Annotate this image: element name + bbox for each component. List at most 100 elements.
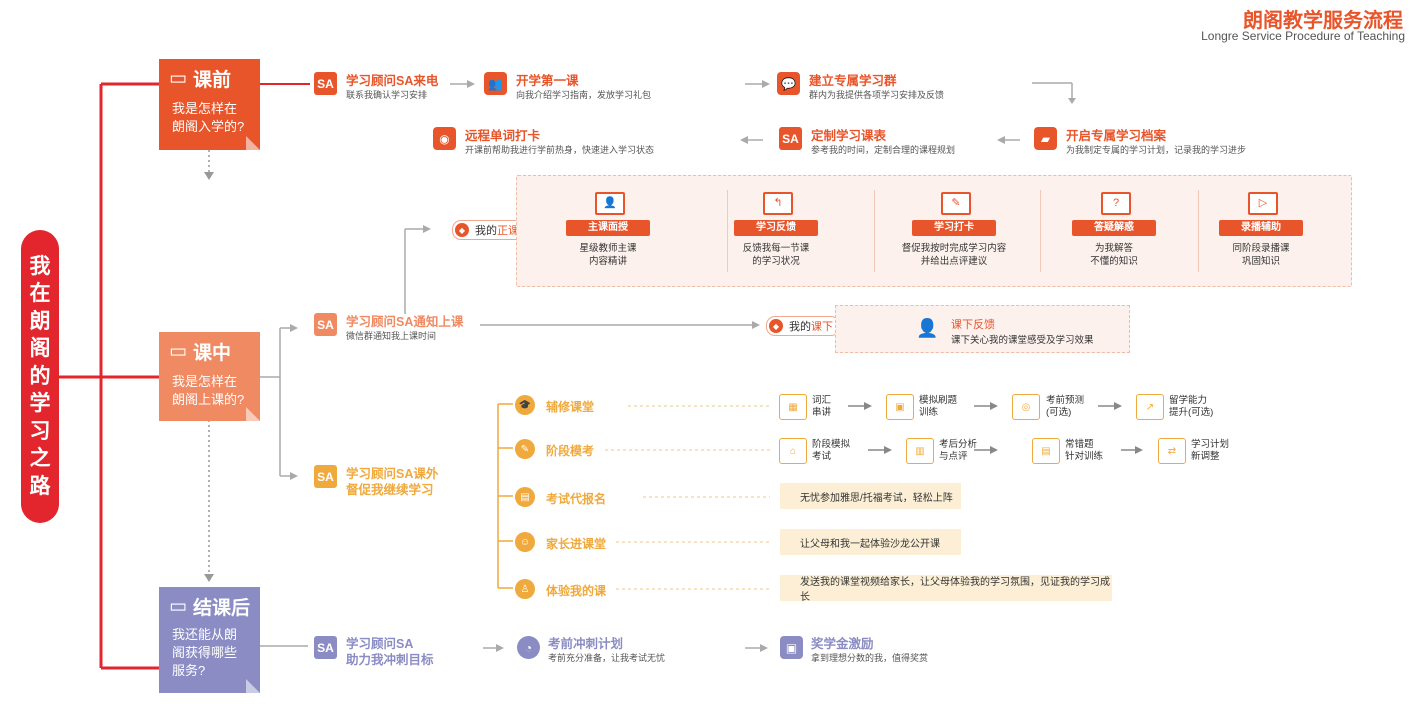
path-char: 之 xyxy=(29,447,51,471)
question-icon: ? xyxy=(1101,192,1131,215)
step-text: 常错题针对训练 xyxy=(1065,439,1104,462)
refresh-icon: ⇄ xyxy=(1158,438,1186,464)
stage-during-card: ▭课中 我是怎样在朗阁上课的? xyxy=(159,332,260,421)
item-desc: 督促我按时完成学习内容 xyxy=(901,243,1007,254)
step-title: 学习顾问SA xyxy=(346,637,414,651)
step-desc: 群内为我提供各项学习安排及反馈 xyxy=(809,90,945,100)
page-fold xyxy=(246,407,260,421)
step-title: 学习顾问SA课外 xyxy=(346,467,439,481)
stage-title: 课前 xyxy=(192,70,231,91)
step-title: 开启专属学习档案 xyxy=(1066,129,1167,143)
step-title: 开学第一课 xyxy=(516,74,579,88)
step-title: 建立专属学习群 xyxy=(809,74,897,88)
item-desc: 内容精讲 xyxy=(588,256,627,267)
badge-highlight: 课下 xyxy=(811,321,833,333)
extra-label: 辅修课堂 xyxy=(546,400,595,414)
page-subtitle: Longre Service Procedure of Teaching xyxy=(1201,29,1405,43)
step-desc: 联系我确认学习安排 xyxy=(346,90,428,100)
stage-title: 课中 xyxy=(192,343,231,364)
step-title: 考前冲刺计划 xyxy=(548,637,624,651)
stage-subtitle: 朗阁入学的? xyxy=(172,119,245,134)
after-class-feedback-box: 👤 课下反馈 课下关心我的课堂感受及学习效果 xyxy=(835,305,1130,353)
my-after-class-badge: ◆ 我的课下 xyxy=(766,316,840,336)
extra-note: 发送我的课堂视频给家长，让父母体验我的学习氛围，见证我的学习成长 xyxy=(780,575,1112,603)
stage-subtitle: 服务? xyxy=(172,663,206,678)
stage-subtitle: 我还能从朗 xyxy=(172,627,238,642)
step-title: 助力我冲刺目标 xyxy=(346,653,434,667)
my-main-class-badge: ◆ 我的正课 xyxy=(452,220,526,240)
step-text: 学习计划新调整 xyxy=(1191,439,1230,462)
family-icon: ☺ xyxy=(515,532,535,552)
item-desc: 反馈我每一节课 xyxy=(742,243,810,254)
gift-icon: ▣ xyxy=(780,636,803,659)
sa-icon: SA xyxy=(314,313,337,336)
practice-icon: ▣ xyxy=(886,394,914,420)
main-item: ? 答疑解惑 为我解答 不懂的知识 xyxy=(1039,176,1189,286)
path-char: 朗 xyxy=(29,309,51,333)
step-text: 留学能力提升(可选) xyxy=(1169,395,1214,418)
stage-after-card: ▭结课后 我还能从朗阁获得哪些服务? xyxy=(159,587,260,693)
step-desc: 开课前帮助我进行学前热身，快速进入学习状态 xyxy=(465,145,655,155)
shield-icon: ◆ xyxy=(455,223,469,237)
item-desc: 巩固知识 xyxy=(1241,256,1280,267)
page-title: 朗阁教学服务流程 xyxy=(1243,10,1403,32)
chat-board-icon: ▭ xyxy=(169,596,187,617)
path-char: 学 xyxy=(29,392,51,416)
step-title: 奖学金激励 xyxy=(811,637,874,651)
extra-label: 阶段模考 xyxy=(546,444,595,458)
path-char: 在 xyxy=(29,282,51,306)
page-fold xyxy=(246,679,260,693)
stage-subtitle: 阁获得哪些 xyxy=(172,645,238,660)
exam-paper-icon: ✎ xyxy=(515,439,535,459)
shield-icon: ◆ xyxy=(769,319,783,333)
stage-before-card: ▭课前 我是怎样在朗阁入学的? xyxy=(159,59,260,150)
item-tag: 主课面授 xyxy=(566,220,650,236)
sa-icon: SA xyxy=(314,72,337,95)
forecast-icon: ◎ xyxy=(1012,394,1040,420)
path-char: 的 xyxy=(29,364,51,388)
sa-icon: SA xyxy=(779,127,802,150)
step-title: 督促我继续学习 xyxy=(346,483,434,497)
sa-icon: SA xyxy=(314,465,337,488)
reply-icon: ↰ xyxy=(763,192,793,215)
item-desc: 的学习状况 xyxy=(752,256,800,267)
divider xyxy=(874,190,875,272)
chat-icon: 💬 xyxy=(777,72,800,95)
step-desc: 为我制定专属的学习计划，记录我的学习进步 xyxy=(1066,145,1247,155)
step-desc: 微信群通知我上课时间 xyxy=(346,331,437,341)
stage-subtitle: 我是怎样在 xyxy=(172,374,238,389)
path-char: 路 xyxy=(29,474,51,498)
step-desc: 向我介绍学习指南，发放学习礼包 xyxy=(516,90,652,100)
path-char: 我 xyxy=(29,254,51,278)
divider xyxy=(727,190,728,272)
divider xyxy=(1198,190,1199,272)
step-desc: 拿到理想分数的我，值得奖赏 xyxy=(811,653,929,663)
main-item: ↰ 学习反馈 反馈我每一节课 的学习状况 xyxy=(701,176,851,286)
user-icon: ♙ xyxy=(515,579,535,599)
bar-chart-icon: ▥ xyxy=(906,438,934,464)
teacher-icon: 👤 xyxy=(595,192,625,215)
step-title: 远程单词打卡 xyxy=(465,129,541,143)
main-item: 👤 主课面授 星级教师主课 内容精讲 xyxy=(533,176,683,286)
extra-note: 无忧参加雅思/托福考试，轻松上阵 xyxy=(780,483,961,509)
badge-highlight: 正课 xyxy=(497,225,519,237)
step-text: 模拟刷题训练 xyxy=(919,395,958,418)
item-desc: 为我解答 xyxy=(1094,243,1133,254)
extra-label: 体验我的课 xyxy=(546,584,607,598)
step-title: 学习顾问SA来电 xyxy=(346,74,439,88)
feedback-desc: 课下关心我的课堂感受及学习效果 xyxy=(951,335,1094,346)
gauge-icon: ◔ xyxy=(517,636,540,659)
item-tag: 学习反馈 xyxy=(734,220,818,236)
graduation-cap-icon: 🎓 xyxy=(515,395,535,415)
extra-label: 考试代报名 xyxy=(546,492,607,506)
pencil-icon: ✎ xyxy=(941,192,971,215)
chat-board-icon: ▭ xyxy=(169,341,187,362)
step-text: 阶段模拟考试 xyxy=(812,439,851,462)
step-text: 词汇串讲 xyxy=(812,395,832,418)
item-tag: 学习打卡 xyxy=(912,220,996,236)
learning-path-label: 我 在 朗 阁 的 学 习 之 路 xyxy=(21,230,59,523)
main-item: ✎ 学习打卡 督促我按时完成学习内容 并给出点评建议 xyxy=(879,176,1029,286)
person-heart-icon: 👤 xyxy=(916,318,939,338)
stage-subtitle: 朗阁上课的? xyxy=(172,392,245,407)
